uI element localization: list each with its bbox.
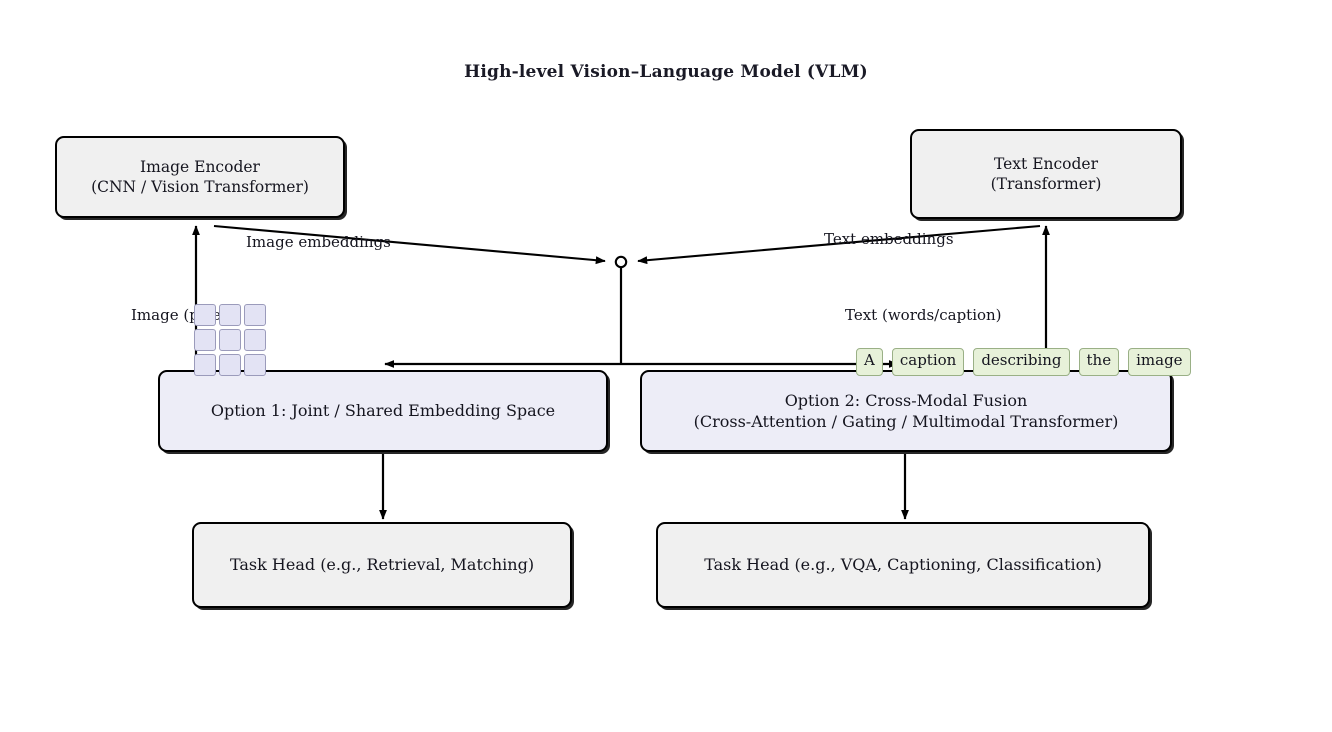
text-token: image: [1128, 348, 1191, 376]
node-image-encoder[interactable]: Image Encoder (CNN / Vision Transformer): [55, 136, 345, 218]
label-text-embeddings: Text embeddings: [824, 230, 954, 248]
node-task-head-right-label: Task Head (e.g., VQA, Captioning, Classi…: [704, 555, 1102, 575]
image-patch: [194, 354, 216, 376]
label-image-embeddings: Image embeddings: [246, 233, 391, 251]
node-text-encoder-line2: (Transformer): [990, 175, 1102, 193]
node-image-encoder-line2: (CNN / Vision Transformer): [91, 178, 309, 196]
node-option1-line1: Option 1: Joint / Shared Embedding Space: [210, 401, 556, 421]
image-patch: [244, 304, 266, 326]
node-option2-cross-modal-fusion[interactable]: Option 2: Cross-Modal Fusion (Cross-Atte…: [640, 370, 1172, 452]
node-task-head-left-label: Task Head (e.g., Retrieval, Matching): [229, 555, 535, 575]
text-token: describing: [973, 348, 1070, 376]
image-patch: [194, 329, 216, 351]
node-option2-line2: (Cross-Attention / Gating / Multimodal T…: [693, 412, 1119, 431]
image-patch-grid: [194, 304, 266, 376]
node-image-encoder-line1: Image Encoder: [140, 157, 260, 176]
image-patch: [194, 304, 216, 326]
page-title: High-level Vision–Language Model (VLM): [464, 62, 868, 82]
image-patch: [219, 329, 241, 351]
image-patch: [219, 354, 241, 376]
fusion-junction-node: [614, 255, 628, 269]
node-option1-joint-embedding[interactable]: Option 1: Joint / Shared Embedding Space: [158, 370, 608, 452]
node-text-encoder[interactable]: Text Encoder (Transformer): [910, 129, 1182, 219]
node-text-encoder-line1: Text Encoder: [993, 154, 1099, 173]
image-patch: [244, 354, 266, 376]
node-option2-line1: Option 2: Cross-Modal Fusion: [784, 390, 1028, 410]
image-patch: [244, 329, 266, 351]
node-task-head-left[interactable]: Task Head (e.g., Retrieval, Matching): [192, 522, 572, 608]
text-token: A: [856, 348, 883, 376]
node-task-head-right[interactable]: Task Head (e.g., VQA, Captioning, Classi…: [656, 522, 1150, 608]
label-text-input: Text (words/caption): [845, 306, 1002, 324]
image-patch: [219, 304, 241, 326]
text-token: the: [1078, 348, 1120, 376]
text-token: caption: [891, 348, 965, 376]
